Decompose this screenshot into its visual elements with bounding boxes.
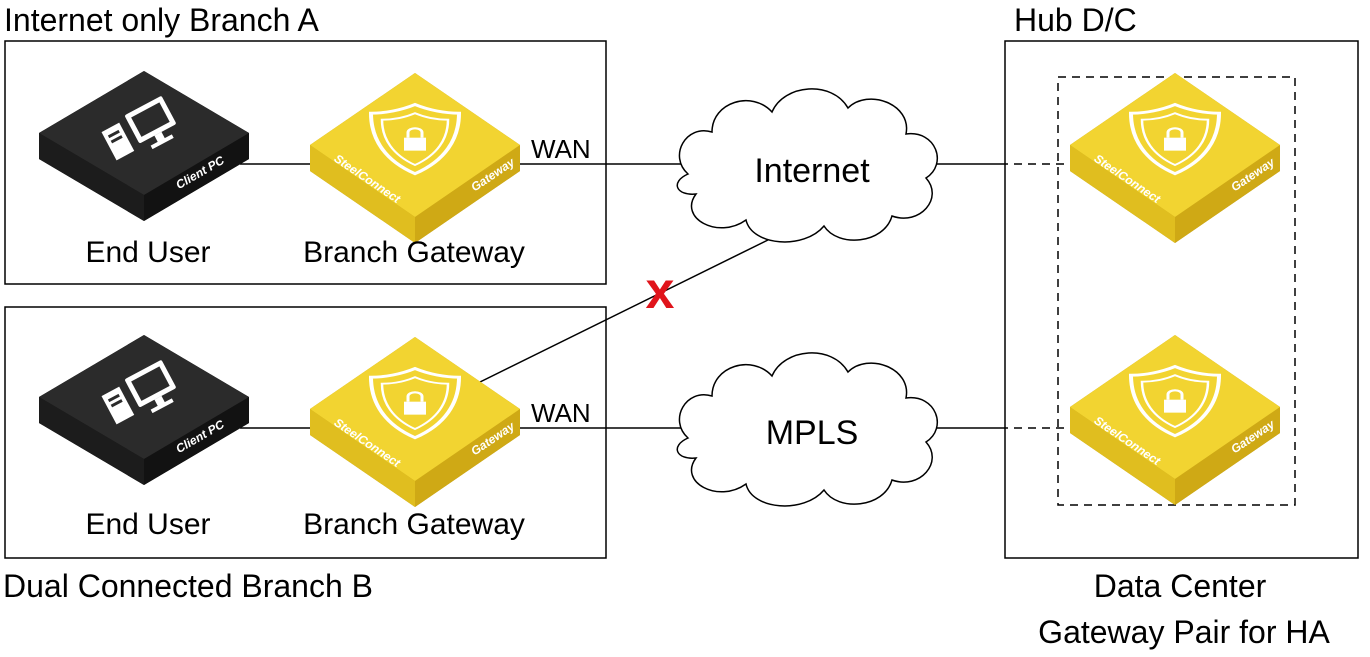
- branch-b-gateway: SteelConnect Gateway: [308, 335, 522, 509]
- branch-b-gateway-caption: Branch Gateway: [303, 508, 525, 541]
- branch-a-client-pc: Client PC: [39, 71, 249, 221]
- internet-cloud: Internet: [676, 88, 939, 243]
- failure-x-mark: x: [646, 262, 675, 320]
- hub-title: Hub D/C: [1014, 2, 1137, 38]
- mpls-cloud-label: MPLS: [766, 414, 859, 452]
- hub-group: Hub D/C SteelConnect Gateway SteelConnec…: [1004, 2, 1359, 650]
- branch-b-group: Client PC End User SteelConnect Gateway …: [3, 306, 607, 604]
- branch-a-wan-label: WAN: [531, 134, 591, 164]
- internet-cloud-label: Internet: [754, 152, 870, 190]
- connection-lines: [240, 163, 1070, 429]
- hub-caption-line2: Gateway Pair for HA: [1038, 614, 1330, 650]
- mpls-cloud: MPLS: [676, 352, 939, 507]
- link-b-gateway-internet-failed: [479, 235, 777, 383]
- hub-gateway-secondary: SteelConnect Gateway: [1068, 333, 1282, 507]
- branch-a-box: [4, 40, 607, 285]
- branch-a-gateway-caption: Branch Gateway: [303, 236, 525, 269]
- branch-b-title: Dual Connected Branch B: [3, 568, 373, 604]
- hub-caption-line1: Data Center: [1094, 568, 1267, 604]
- branch-b-pc-caption: End User: [85, 508, 210, 541]
- branch-b-box: [4, 306, 607, 559]
- branch-a-gateway: SteelConnect Gateway: [308, 71, 522, 245]
- branch-a-pc-caption: End User: [85, 236, 210, 269]
- branch-a-group: Internet only Branch A Client PC End Use…: [4, 2, 607, 285]
- branch-b-client-pc: Client PC: [39, 335, 249, 485]
- hub-gateway-primary: SteelConnect Gateway: [1068, 71, 1282, 245]
- branch-a-title: Internet only Branch A: [4, 2, 320, 38]
- hub-box: [1004, 40, 1359, 559]
- branch-b-wan-label: WAN: [531, 398, 591, 428]
